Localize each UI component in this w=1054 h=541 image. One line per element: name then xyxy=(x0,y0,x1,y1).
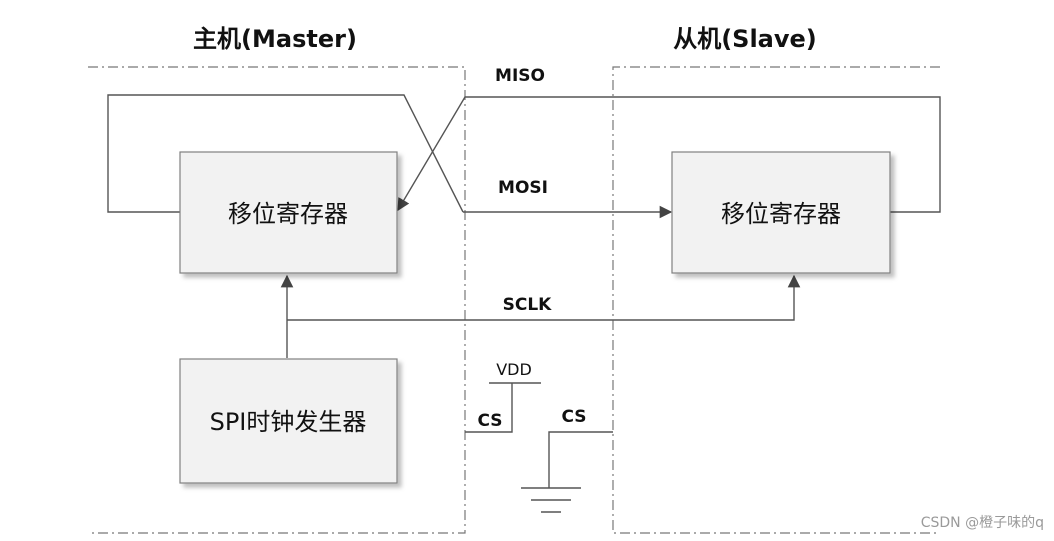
cs-slave-wire xyxy=(548,431,613,488)
master-shift-register xyxy=(179,151,398,274)
watermark: CSDN @橙子味的q xyxy=(921,515,1044,531)
master-frame xyxy=(88,66,466,534)
slave-frame xyxy=(612,66,940,534)
spi-clock-generator xyxy=(179,358,398,484)
ground-icon xyxy=(521,487,581,513)
slave-register-label: 移位寄存器 xyxy=(721,200,841,228)
master-register-label: 移位寄存器 xyxy=(228,200,348,228)
master-title: 主机(Master) xyxy=(193,25,357,53)
clock-generator-label: SPI时钟发生器 xyxy=(210,408,367,436)
master-loop-wire xyxy=(107,94,464,213)
cs-slave-label: CS xyxy=(561,407,586,427)
cs-master-wire xyxy=(465,383,513,433)
cs-master-label: CS xyxy=(477,411,502,431)
slave-shift-register xyxy=(671,151,891,274)
sclk-slave-wire xyxy=(287,274,801,321)
miso-wire xyxy=(397,96,941,213)
vdd-label: VDD xyxy=(496,360,532,379)
sclk-label: SCLK xyxy=(503,295,553,315)
mosi-label: MOSI xyxy=(498,178,548,198)
miso-label: MISO xyxy=(495,66,545,86)
slave-title: 从机(Slave) xyxy=(673,25,817,53)
